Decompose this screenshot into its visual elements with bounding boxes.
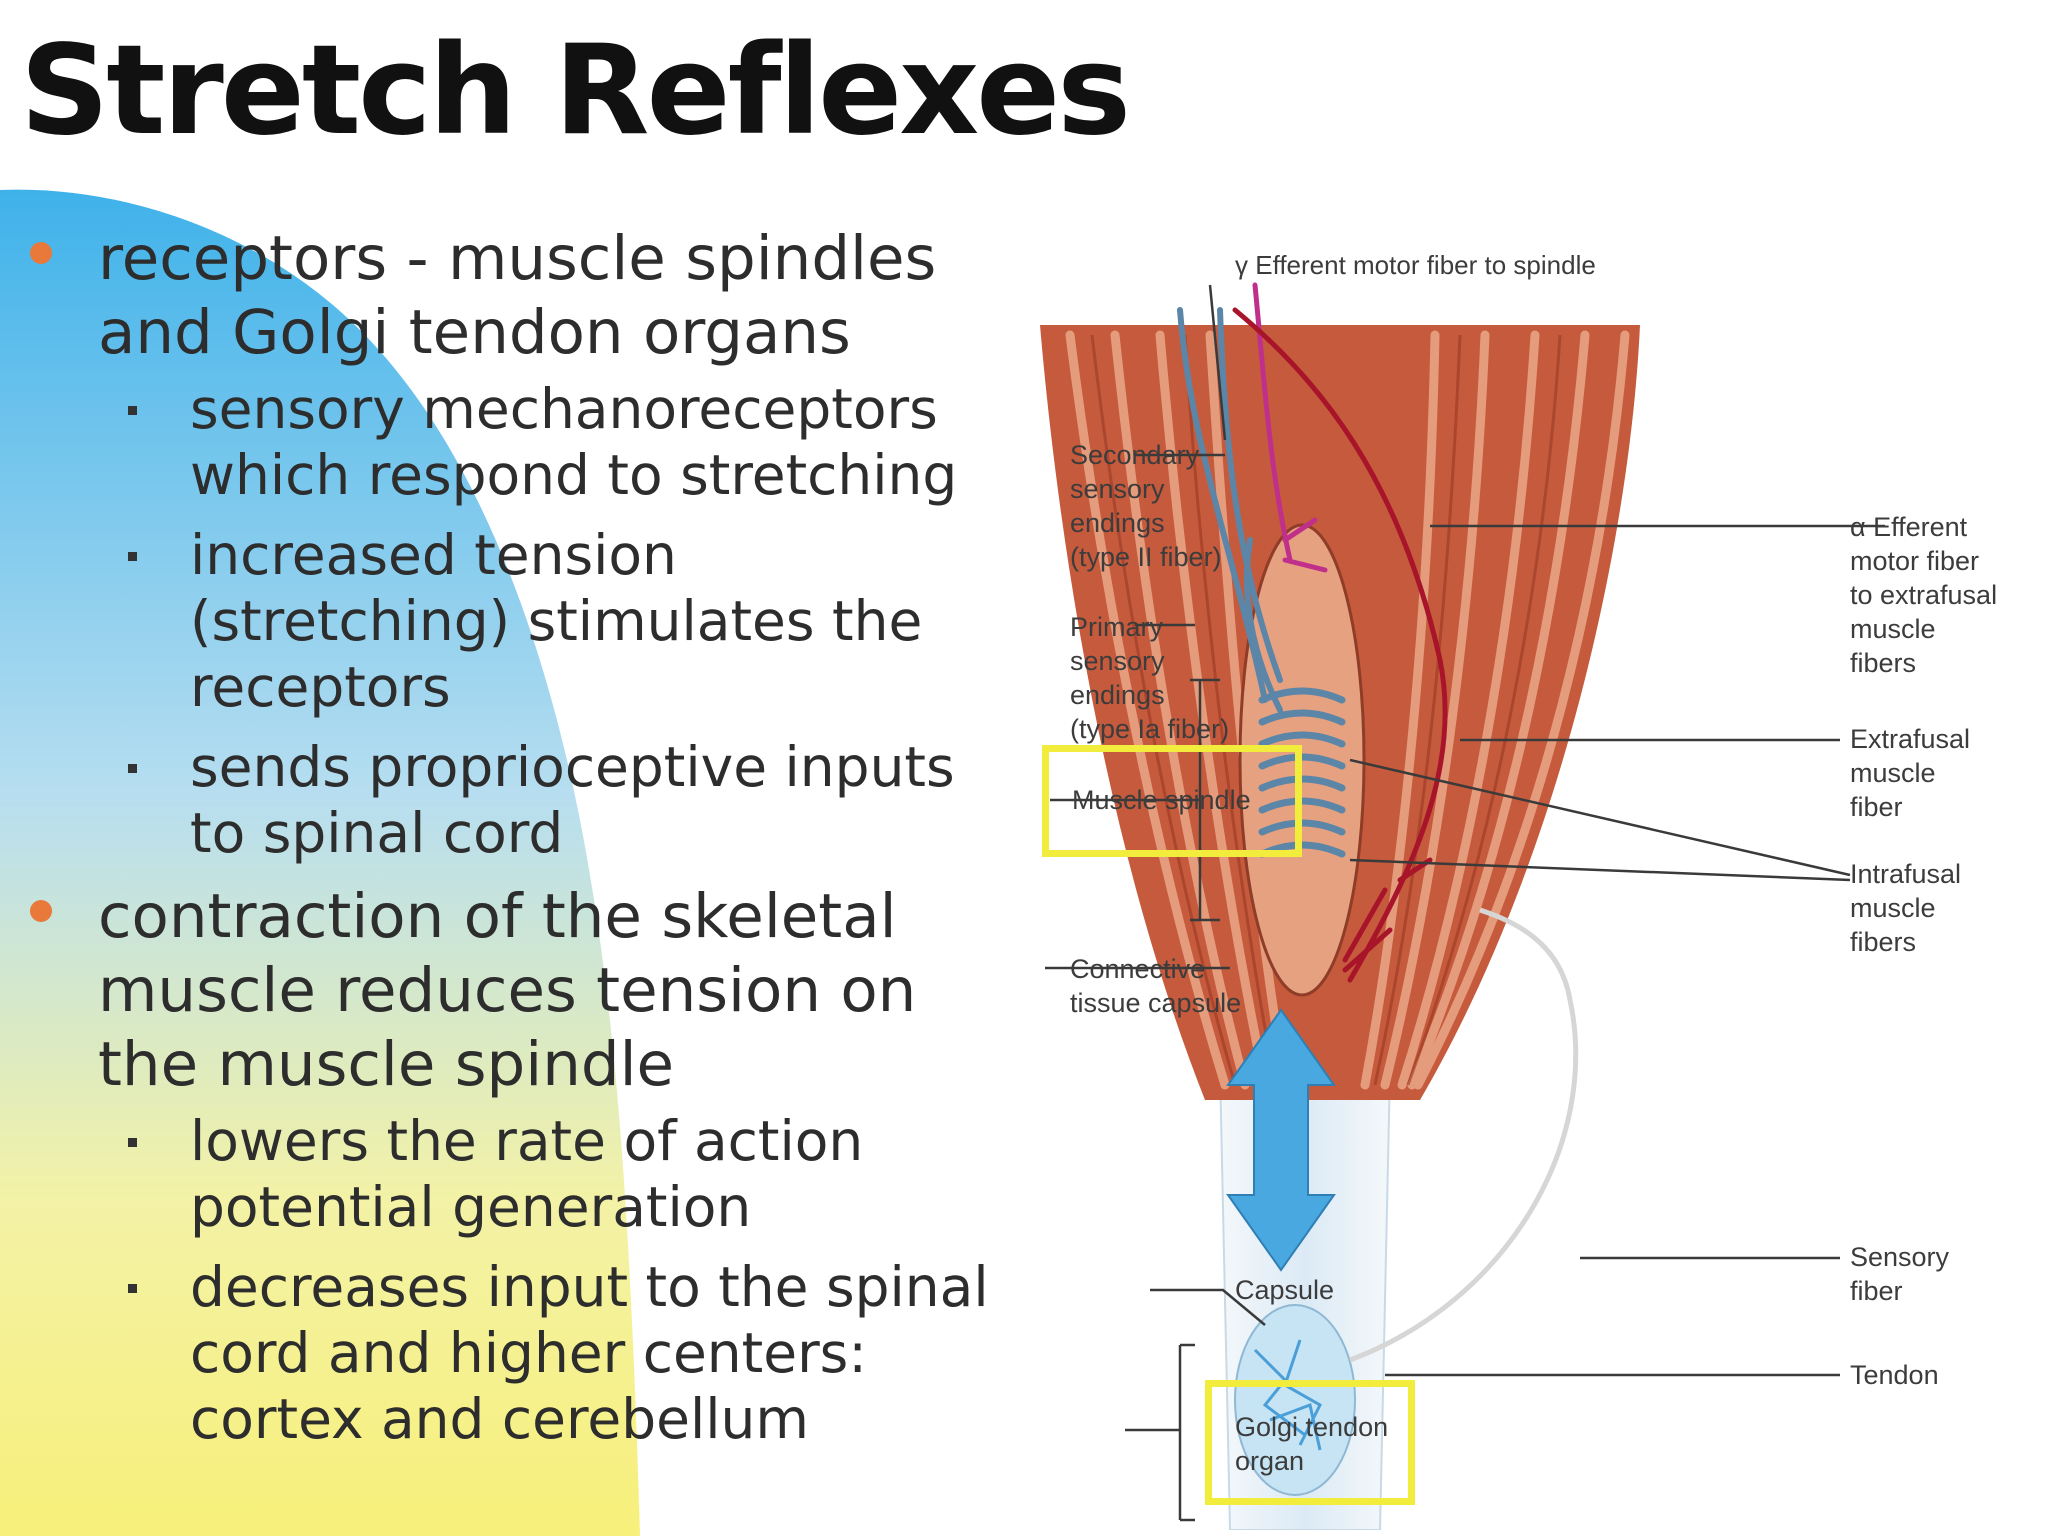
sub-bullet-text: decreases input to the spinal cord and h… xyxy=(190,1255,989,1451)
sub-bullet-text: sensory mechanoreceptors which respond t… xyxy=(190,377,958,507)
label-intrafusal-muscle-fibers: Intrafusal muscle fibers xyxy=(1850,859,1962,957)
muscle-fiber-stripes xyxy=(1065,330,1630,1090)
gamma-efferent-fiber xyxy=(1252,282,1328,573)
page-title: Stretch Reflexes xyxy=(20,19,1131,163)
label-primary-sensory-endings: Primary sensory endings (type Ia fiber) xyxy=(1070,612,1230,744)
bullet-text: receptors - muscle spindles and Golgi te… xyxy=(98,223,937,368)
label-tendon: Tendon xyxy=(1850,1360,1939,1390)
highlight-box-golgi-tendon-organ xyxy=(1205,1380,1415,1505)
label-connective-tissue-capsule: Connective tissue capsule xyxy=(1070,954,1242,1018)
square-bullet-icon xyxy=(128,552,137,561)
square-bullet-icon xyxy=(128,1138,137,1147)
label-alpha-efferent: α Efferent motor fiber to extrafusal mus… xyxy=(1850,512,1998,678)
square-bullet-icon xyxy=(128,406,137,415)
golgi-tendon-organ-shape xyxy=(1234,1304,1356,1496)
sub-bullet-text: lowers the rate of action potential gene… xyxy=(190,1109,864,1239)
sub-bullet-text: sends proprioceptive inputs to spinal co… xyxy=(190,735,955,865)
label-golgi-tendon-organ: Golgi tendon organ xyxy=(1235,1412,1389,1476)
label-extrafusal-muscle-fiber: Extrafusal muscle fiber xyxy=(1850,724,1971,822)
bullet-item: contraction of the skeletal muscle reduc… xyxy=(0,880,990,1102)
sub-bullet-item: lowers the rate of action potential gene… xyxy=(0,1108,990,1240)
sub-bullet-item: increased tension (stretching) stimulate… xyxy=(0,522,990,720)
bullet-dot-icon xyxy=(30,900,52,922)
square-bullet-icon xyxy=(128,1284,137,1293)
label-muscle-spindle: Muscle spindle xyxy=(1072,785,1251,815)
bullet-list: receptors - muscle spindles and Golgi te… xyxy=(0,222,990,1466)
stretch-reflex-diagram: γ Efferent motor fiber to spindle Second… xyxy=(1040,240,2040,1530)
bullet-dot-icon xyxy=(30,242,52,264)
bullet-text: contraction of the skeletal muscle reduc… xyxy=(98,881,917,1100)
label-secondary-sensory-endings: Secondary sensory endings (type II fiber… xyxy=(1070,440,1222,572)
sub-bullet-item: sends proprioceptive inputs to spinal co… xyxy=(0,734,990,866)
label-capsule: Capsule xyxy=(1235,1275,1335,1305)
sensory-fiber-curve xyxy=(1349,907,1579,1363)
muscle-illustration xyxy=(1040,282,1885,1530)
highlight-box-muscle-spindle xyxy=(1042,745,1302,857)
sensory-nerve-fibers xyxy=(1177,307,1283,713)
label-gamma-efferent: γ Efferent motor fiber to spindle xyxy=(1235,250,1596,280)
label-sensory-fiber: Sensory fiber xyxy=(1850,1242,1950,1306)
stretch-double-arrow-icon xyxy=(1226,1008,1336,1272)
sub-bullet-item: sensory mechanoreceptors which respond t… xyxy=(0,376,990,508)
sub-bullet-item: decreases input to the spinal cord and h… xyxy=(0,1254,990,1452)
sub-bullet-text: increased tension (stretching) stimulate… xyxy=(190,523,923,719)
square-bullet-icon xyxy=(128,764,137,773)
bullet-item: receptors - muscle spindles and Golgi te… xyxy=(0,222,990,370)
